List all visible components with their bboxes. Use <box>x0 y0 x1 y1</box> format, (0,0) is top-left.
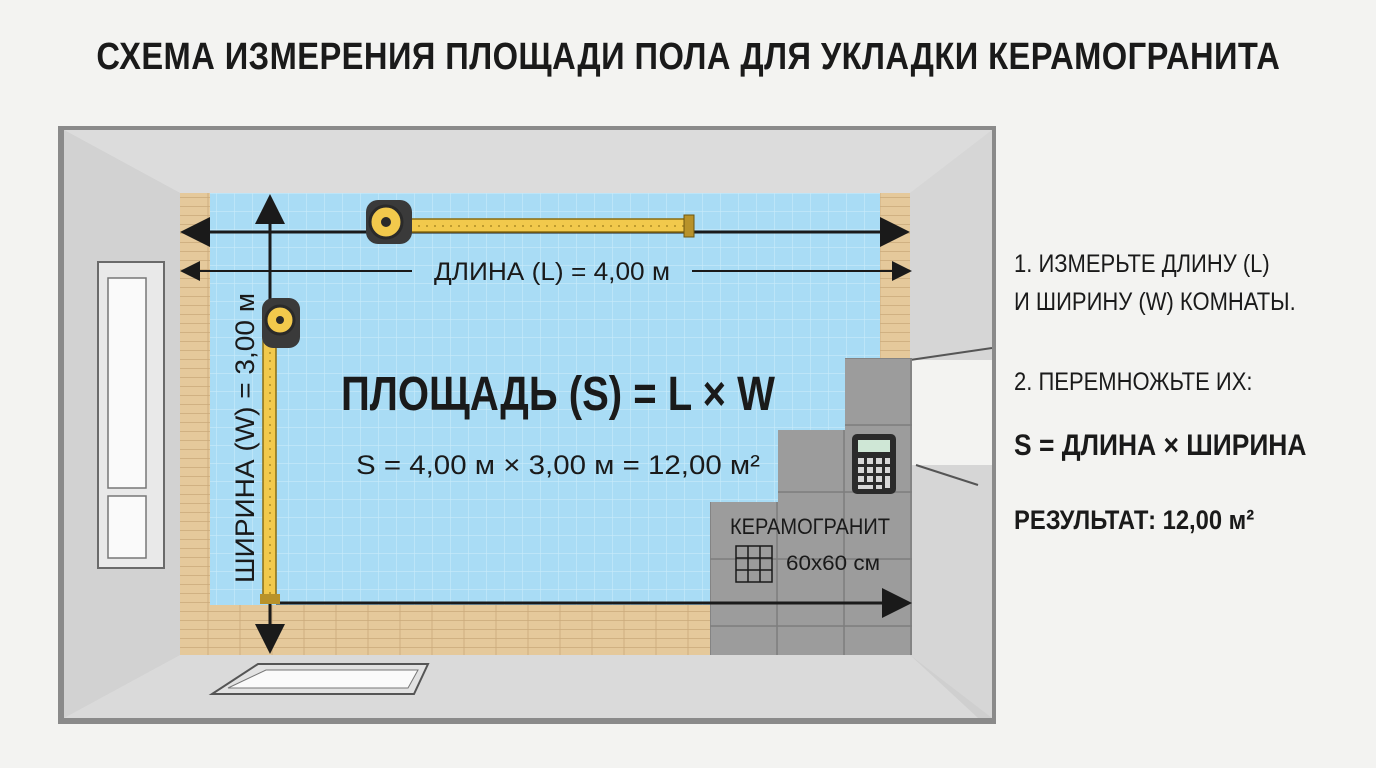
tile-name: КЕРАМОГРАНИТ <box>730 514 890 539</box>
door-icon <box>208 663 430 695</box>
step1-line1: 1. ИЗМЕРЬТЕ ДЛИНУ (L) <box>1014 250 1270 278</box>
area-formula: ПЛОЩАДЬ (S) = L × W <box>341 368 776 421</box>
length-label: ДЛИНА (L) = 4,00 м <box>434 258 670 286</box>
calculator-icon <box>852 434 896 494</box>
result-text: РЕЗУЛЬТАТ: 12,00 м² <box>1014 505 1255 535</box>
step2: 2. ПЕРЕМНОЖЬТЕ ИХ: <box>1014 368 1253 396</box>
area-calculation: S = 4,00 м × 3,00 м = 12,00 м² <box>356 450 760 480</box>
formula-text: S = ДЛИНА × ШИРИНА <box>1014 429 1307 462</box>
tile-grid-icon <box>735 545 773 583</box>
window-icon <box>97 261 165 569</box>
page-title: СХЕМА ИЗМЕРЕНИЯ ПЛОЩАДИ ПОЛА ДЛЯ УКЛАДКИ… <box>96 36 1281 78</box>
tile-size: 60x60 см <box>786 552 880 575</box>
step1-line2: И ШИРИНУ (W) КОМНАТЫ. <box>1014 288 1296 316</box>
tape-measure-icon <box>260 298 300 604</box>
tape-measure-icon <box>366 200 695 244</box>
width-label: ШИРИНА (W) = 3,00 м <box>230 293 260 583</box>
instructions: 1. ИЗМЕРЬТЕ ДЛИНУ (L) И ШИРИНУ (W) КОМНА… <box>1014 245 1364 539</box>
